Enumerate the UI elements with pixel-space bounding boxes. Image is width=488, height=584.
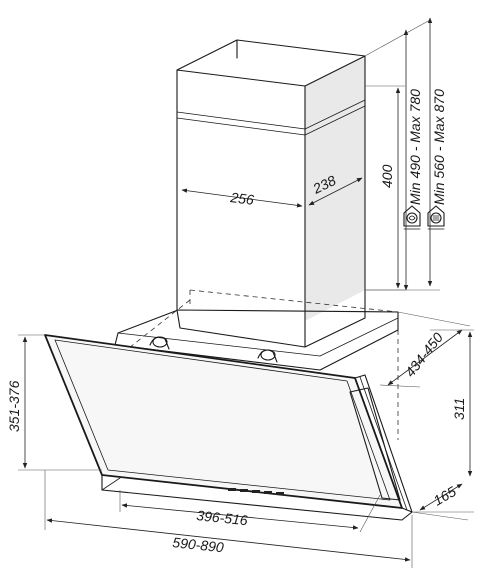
dim-height-range-a: Min 490 - Max 780 [407, 89, 423, 205]
dim-chimney-width: 256 [229, 189, 255, 208]
dim-side-depth: 434-450 [402, 329, 446, 380]
dim-chimney-height: 400 [379, 164, 395, 188]
dim-height-range-b: Min 560 - Max 870 [431, 89, 447, 205]
bracket-right [257, 349, 278, 363]
chimney [176, 39, 366, 348]
dim-inner-width: 396-516 [196, 507, 249, 528]
dim-front-height: 351-376 [6, 380, 22, 432]
extraction-fan-icon [403, 205, 421, 230]
dimension-lines [18, 17, 474, 568]
control-buttons [228, 488, 284, 495]
recirculation-filter-icon [427, 205, 445, 230]
dim-base-depth: 165 [431, 483, 459, 509]
bracket-left [149, 336, 170, 350]
hood-body [44, 289, 413, 521]
dim-total-width: 590-890 [172, 534, 225, 555]
dim-hood-height: 311 [451, 398, 467, 420]
